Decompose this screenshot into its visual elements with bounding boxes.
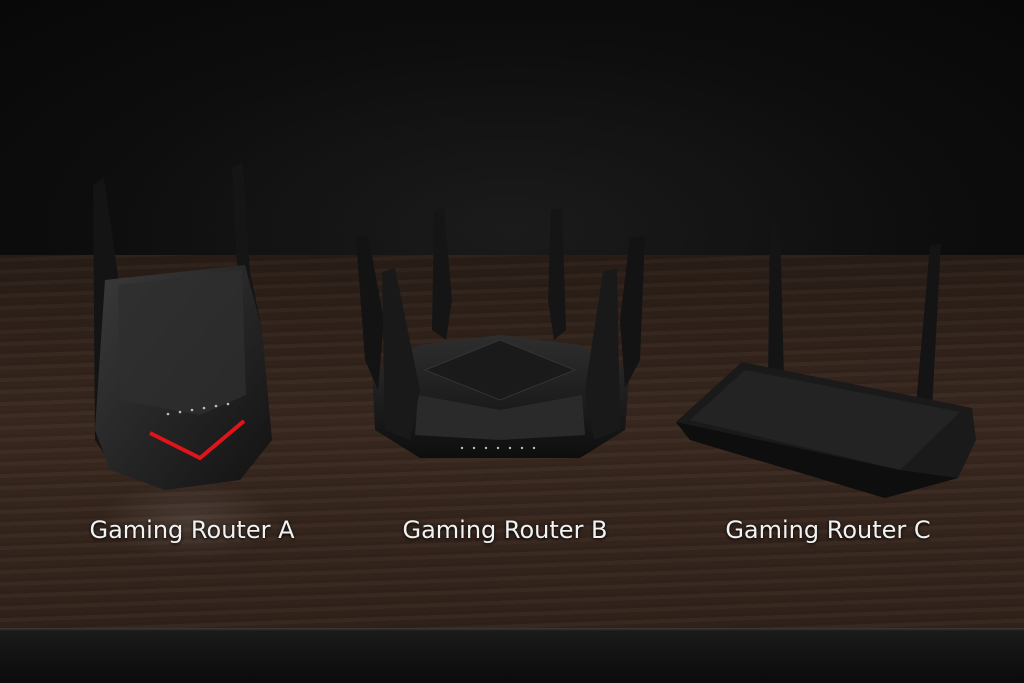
table-edge bbox=[0, 628, 1024, 683]
dark-wall bbox=[0, 0, 1024, 255]
router-c bbox=[676, 222, 976, 498]
router-a bbox=[93, 162, 280, 560]
router-b-label: Gaming Router B bbox=[402, 516, 608, 544]
router-c-label: Gaming Router C bbox=[725, 516, 931, 544]
router-b bbox=[356, 208, 645, 458]
red-accent-stripe bbox=[149, 419, 246, 461]
router-a-label: Gaming Router A bbox=[89, 516, 295, 544]
